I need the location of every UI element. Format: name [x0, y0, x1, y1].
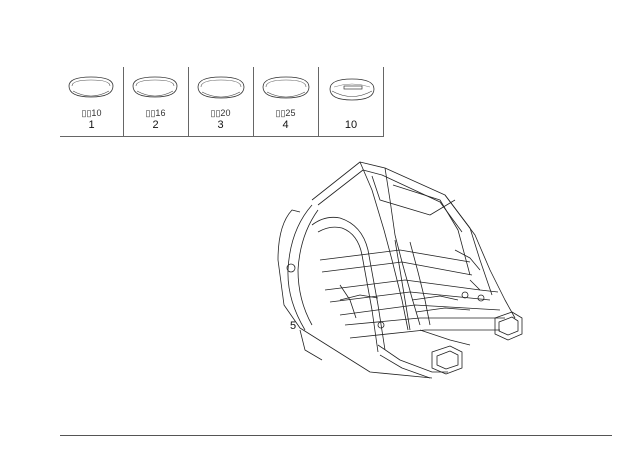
table-divider	[318, 67, 319, 137]
table-divider	[123, 67, 124, 137]
callout-label: 5	[290, 320, 297, 332]
part-number: 2	[152, 119, 159, 131]
part-size-label: ▯▯25	[275, 108, 296, 118]
footer-divider	[60, 435, 612, 436]
blanking-plug-icon	[329, 78, 375, 101]
part-number: 10	[344, 119, 358, 131]
grommet-icon	[68, 76, 114, 98]
grommet-icon	[197, 76, 245, 99]
grommet-icon	[262, 76, 310, 99]
table-bottom-border	[60, 136, 384, 137]
part-cell-4[interactable]: ▯▯25 4	[253, 67, 318, 137]
part-number: 4	[282, 119, 289, 131]
table-divider	[188, 67, 189, 137]
part-cell-10[interactable]: 10	[318, 67, 384, 137]
part-number: 3	[217, 119, 224, 131]
part-size-label: ▯▯16	[145, 108, 166, 118]
grommet-icon	[132, 76, 178, 98]
table-divider	[253, 67, 254, 137]
part-size-label: ▯▯10	[81, 108, 102, 118]
table-divider	[383, 67, 384, 137]
part-cell-2[interactable]: ▯▯16 2	[123, 67, 188, 137]
part-size-label: ▯▯20	[210, 108, 231, 118]
part-cell-1[interactable]: ▯▯10 1	[60, 67, 123, 137]
parts-table: ▯▯10 1 ▯▯16 2 ▯▯20 3 ▯▯25 4	[60, 67, 384, 137]
part-number: 1	[88, 119, 95, 131]
part-cell-3[interactable]: ▯▯20 3	[188, 67, 253, 137]
